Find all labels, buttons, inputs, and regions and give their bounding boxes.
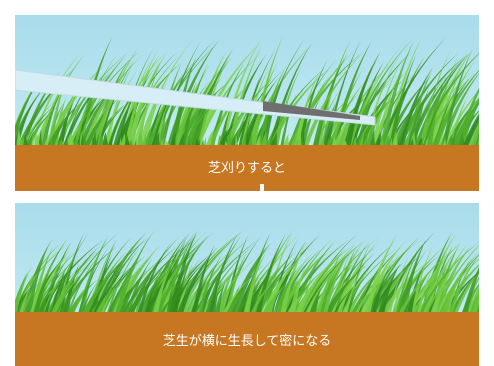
cut-grass [15, 129, 464, 147]
soil-strip-bottom [15, 312, 479, 366]
bottom-panel: 芝生が横に生長して密になる [15, 203, 479, 366]
caption-bottom: 芝生が横に生長して密になる [162, 334, 332, 349]
caption-top: 芝刈りすると [207, 161, 286, 176]
tall-grass [15, 35, 479, 148]
mower-blade-icon [15, 69, 376, 126]
dense-grass [15, 230, 479, 315]
top-panel: 芝刈りすると [15, 15, 479, 191]
soil-strip-top [15, 145, 479, 191]
